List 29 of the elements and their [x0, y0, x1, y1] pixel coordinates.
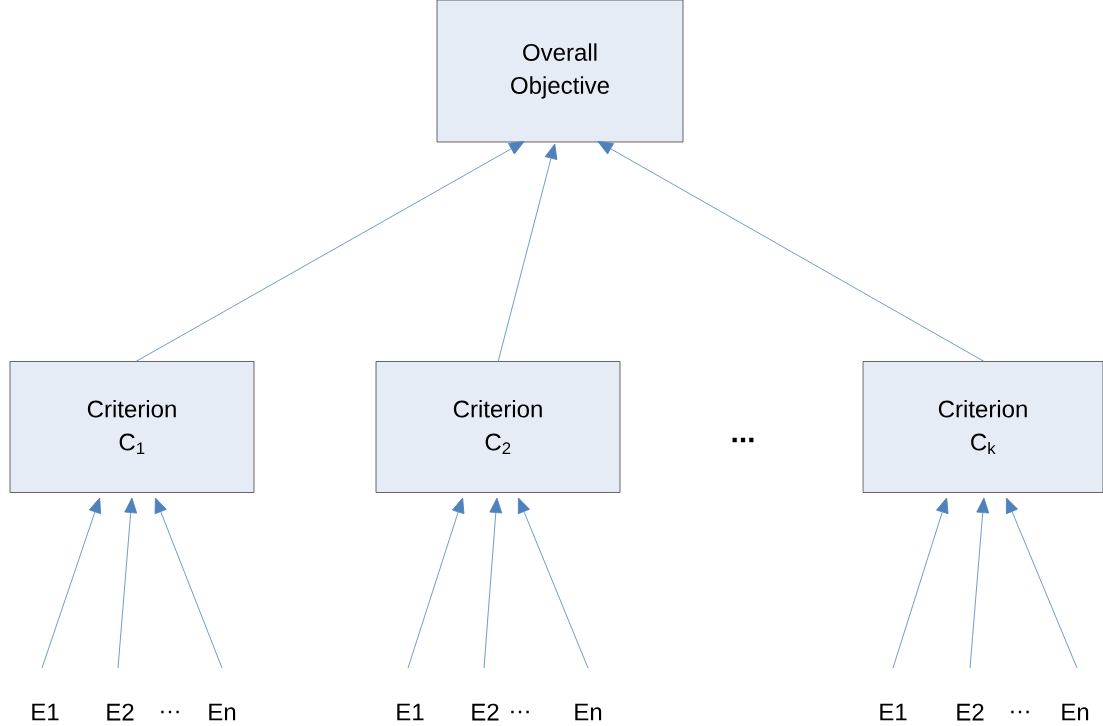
element-label: E1 [880, 703, 907, 721]
arrow [41, 497, 102, 669]
element-label: En [575, 703, 602, 721]
arrow [497, 143, 558, 363]
element-label: E2 [107, 703, 134, 721]
element-label: E2 [472, 703, 499, 721]
process-box: Criterion C$_{2}$ [375, 361, 621, 493]
arrow [154, 497, 223, 669]
element-label: E2 [957, 703, 984, 721]
element-label: E1 [397, 703, 424, 721]
arrow [117, 497, 138, 669]
process-box: Overall Objective [436, 0, 684, 143]
arrow [407, 497, 465, 669]
process-box: Criterion C$_{1}$ [9, 361, 255, 493]
arrow [517, 497, 589, 669]
element-label: E1 [32, 703, 59, 721]
element-label: En [1062, 703, 1089, 721]
process-box: Criterion C$_{k}$ [862, 361, 1103, 493]
ellipsis: ... [732, 437, 754, 443]
ellipsis: … [1011, 710, 1029, 714]
arrow [892, 497, 949, 669]
arrow [1006, 497, 1078, 669]
arrow [483, 497, 503, 669]
arrow [597, 141, 986, 363]
ellipsis: … [511, 710, 529, 714]
element-label: En [209, 703, 236, 721]
arrow [969, 497, 990, 669]
arrow [134, 141, 525, 363]
ellipsis: … [161, 710, 179, 714]
